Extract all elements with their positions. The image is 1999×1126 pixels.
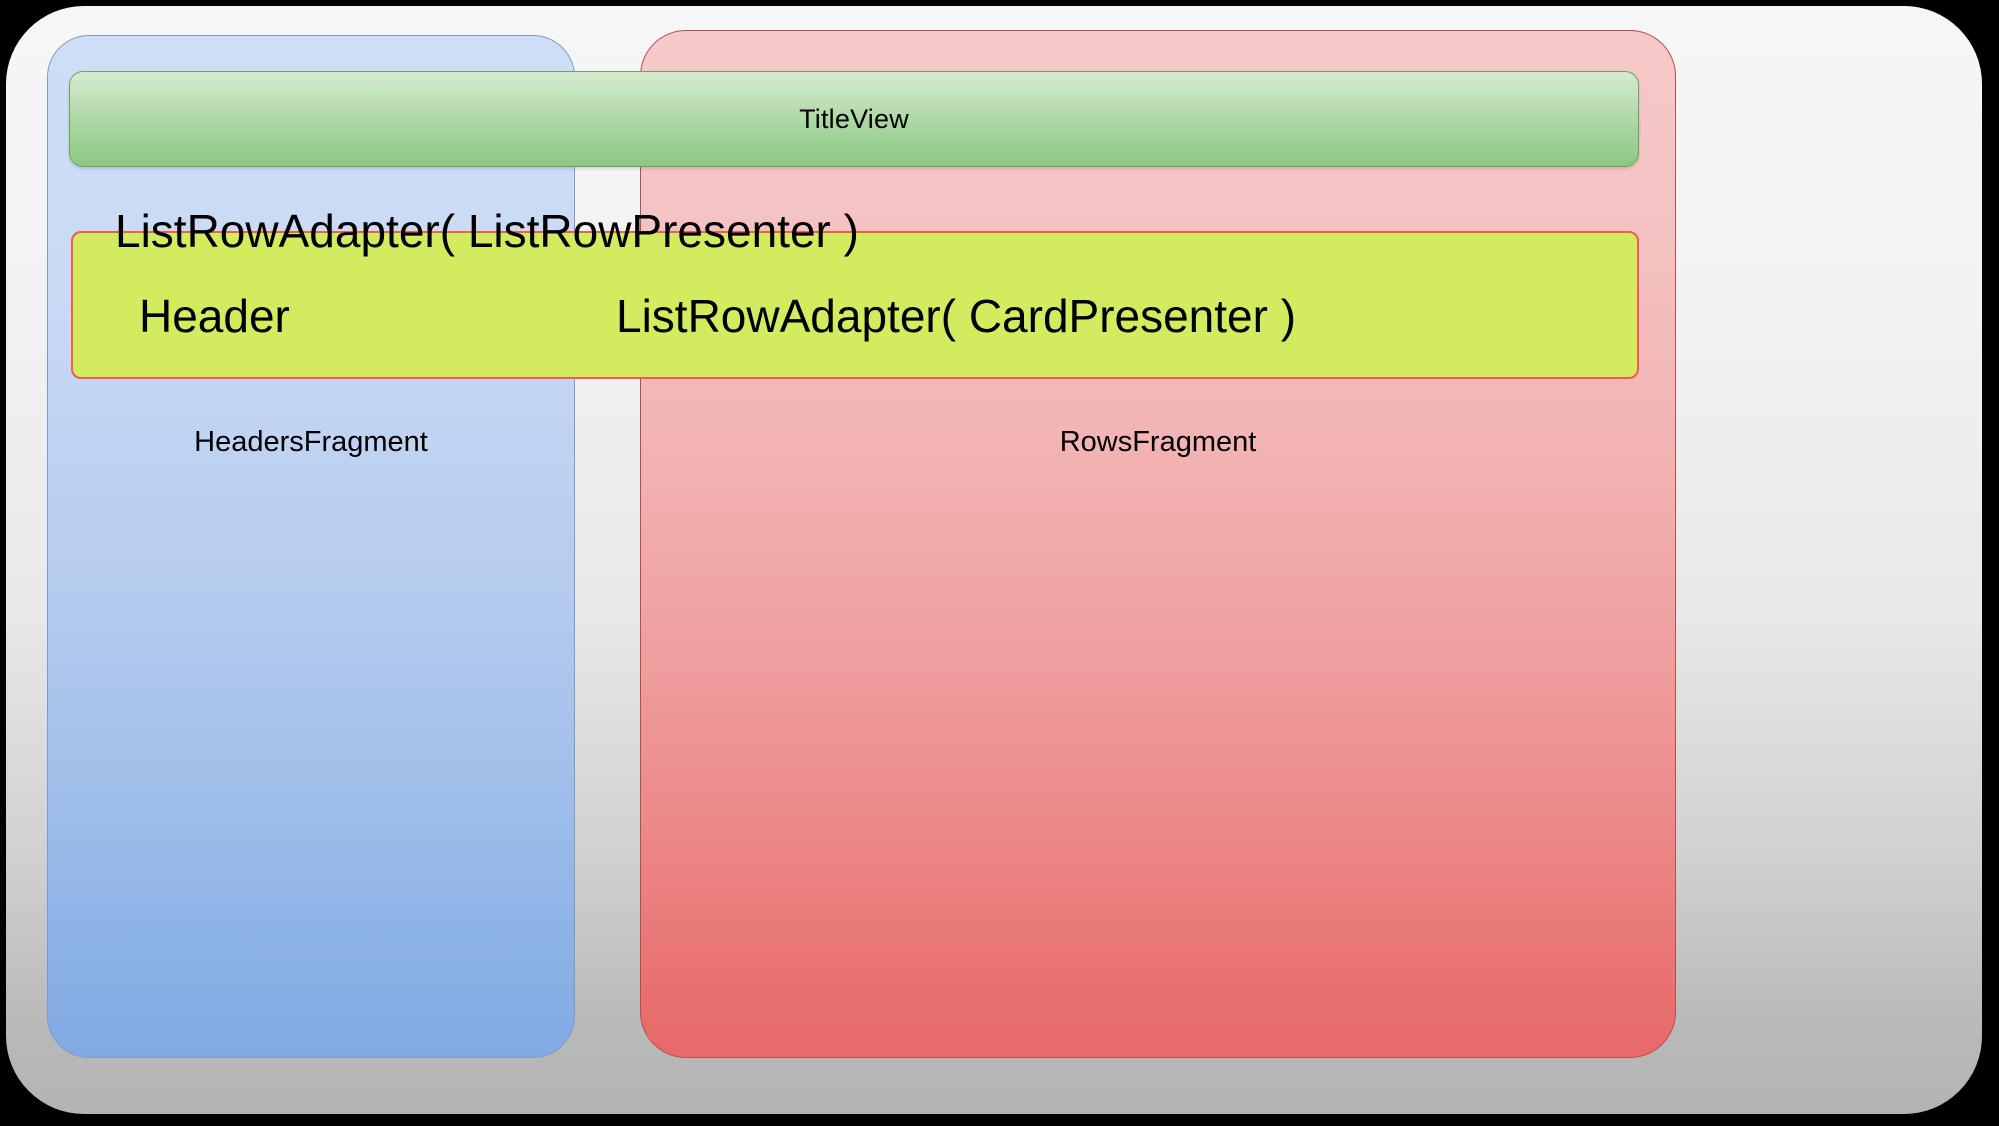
row-header-label: Header bbox=[139, 290, 290, 342]
title-view-label: TitleView bbox=[799, 103, 909, 134]
headers-fragment-panel[interactable] bbox=[47, 35, 575, 1058]
headers-fragment-label: HeadersFragment bbox=[194, 426, 428, 458]
rows-fragment-label: RowsFragment bbox=[1059, 426, 1257, 458]
list-row-adapter-presenter-label: ListRowAdapter( ListRowPresenter ) bbox=[115, 205, 859, 257]
rows-fragment-panel[interactable] bbox=[640, 30, 1676, 1058]
list-row-adapter-card-presenter-label: ListRowAdapter( CardPresenter ) bbox=[616, 290, 1297, 342]
title-view-bar[interactable]: TitleView bbox=[69, 71, 1639, 167]
list-row-box[interactable] bbox=[71, 231, 1639, 379]
